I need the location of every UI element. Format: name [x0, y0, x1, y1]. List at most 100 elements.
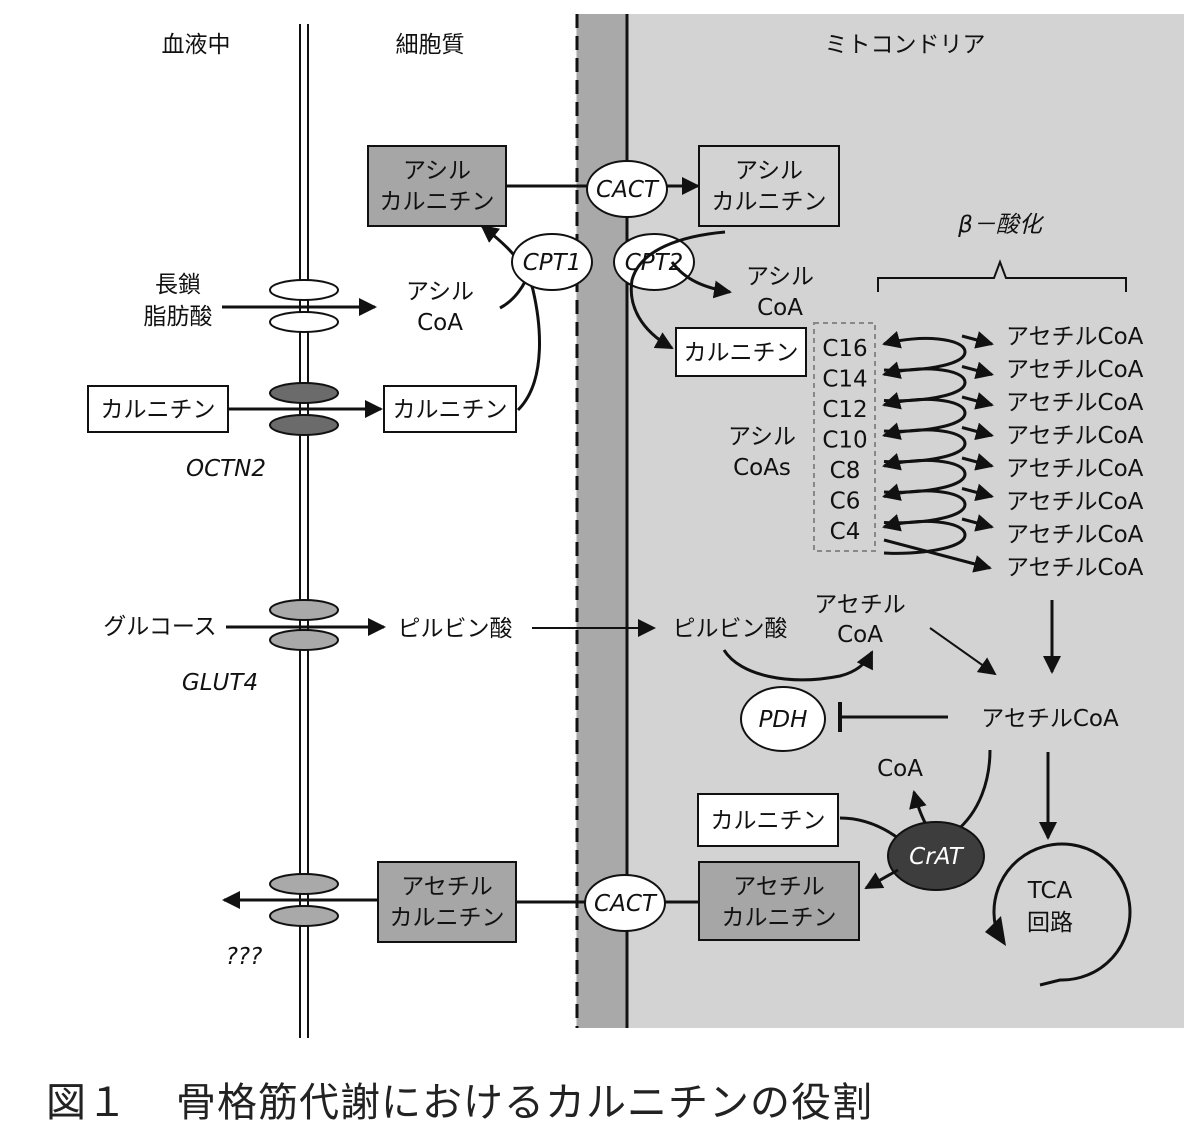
cyto-pyruvate-label: ピルビン酸: [398, 616, 513, 642]
mito-acylcarnitine-label-2: カルニチン: [712, 189, 827, 215]
fatty-acid-transporter-top: [269, 279, 339, 301]
mito-acylcoa-label-1: アシル: [746, 264, 814, 290]
cyto-acylcoa-label-1: アシル: [406, 279, 474, 305]
octn2-label: OCTN2: [186, 456, 266, 482]
acetylcoa-item: アセチルCoA: [1006, 555, 1144, 581]
tca-cycle-arrowhead: [985, 916, 1006, 946]
acetylcarnitine-transporter-bottom: [269, 905, 339, 927]
cact-bottom-enzyme: [584, 874, 666, 932]
cyto-acylcoa-label-2: CoA: [417, 310, 463, 336]
crat-enzyme: [887, 821, 985, 891]
pdh-label: PDH: [759, 707, 808, 733]
beta-oxidation-label: β－酸化: [957, 212, 1045, 238]
cyto-acylcarnitine-label-1: アシル: [403, 158, 471, 184]
acetylcoa-item: アセチルCoA: [1006, 324, 1144, 350]
lcfa-label-1: 長鎖: [155, 272, 201, 298]
pdh-acetylcoa-to-main: [929, 627, 997, 676]
crat-to-acetylcarnitine-arrow: [864, 868, 899, 890]
cyto-acylcarnitine-box: [367, 145, 507, 227]
cyto-acetylcarnitine-label-1: アセチル: [401, 874, 493, 900]
mito-carnitine-2-box: [697, 793, 839, 847]
acetylcoa-release-arrow: [961, 361, 994, 380]
tca-cycle-circle: [992, 842, 1132, 987]
acetylcarnitine-transporter-top: [269, 873, 339, 895]
cpt1-enzyme: [511, 233, 593, 291]
mito-acylcarnitine-label-1: アシル: [735, 158, 803, 184]
cpt2-carnitine-curve: [629, 230, 726, 350]
octn2-transporter-bottom: [269, 414, 339, 436]
crat-label: CrAT: [909, 844, 965, 870]
mito-acylcarnitine-box: [698, 145, 840, 227]
cyto-carnitine-label: カルニチン: [393, 397, 508, 423]
acetylcoa-release-arrow: [961, 331, 994, 349]
chain-length-item: C4: [830, 519, 861, 545]
acetyl-coa-list: アセチルCoA アセチルCoA アセチルCoA アセチルCoA アセチルCoA アセチルC…: [1006, 324, 1144, 581]
cyto-acetylcarnitine-box: [377, 861, 517, 943]
tca-label-2: 回路: [1027, 910, 1073, 936]
cact-top-label: CACT: [596, 177, 660, 203]
cact-top-enzyme: [586, 160, 668, 218]
glut4-label: GLUT4: [182, 670, 258, 696]
cyto-carnitine-box: [383, 385, 517, 433]
acyl-coas-label-2: CoAs: [733, 455, 791, 481]
cpt1-reaction-curve: [480, 224, 541, 412]
blood-carnitine-label: カルニチン: [101, 397, 216, 423]
beta-oxidation-loop: [882, 514, 967, 555]
mito-carnitine-box: [675, 327, 807, 377]
chain-length-item: C16: [822, 336, 867, 362]
acetylcoa-item: アセチルCoA: [1006, 522, 1144, 548]
pdh-enzyme: [740, 686, 826, 752]
carnitine-to-crat-curve: [839, 816, 899, 840]
pdh-reaction-curve: [722, 649, 874, 682]
mito-pyruvate-label: ピルビン酸: [673, 616, 788, 642]
main-acetylcoa-label: アセチルCoA: [981, 706, 1119, 732]
acetylcoa-item: アセチルCoA: [1006, 456, 1144, 482]
acetylcoa-release-arrow: [961, 453, 994, 471]
acetylcoa-item: アセチルCoA: [1006, 390, 1144, 416]
chain-length-item: C8: [830, 458, 861, 484]
acetylcoa-item: アセチルCoA: [1006, 423, 1144, 449]
chain-length-item: C12: [822, 397, 867, 423]
mito-carnitine-2-label: カルニチン: [711, 808, 826, 834]
region-mitochondria: ミトコンドリア: [825, 32, 986, 58]
chain-length-item: C10: [822, 428, 867, 454]
octn2-transporter-top: [269, 382, 339, 404]
acetylcoa-release-arrow: [961, 483, 994, 502]
c4-to-acetylcoa-arrow: [883, 538, 992, 573]
region-blood: 血液中: [162, 32, 231, 58]
acetylcoa-to-crat-curve: [954, 749, 992, 834]
unknown-label: ???: [226, 944, 263, 970]
mito-acetylcarnitine-label-2: カルニチン: [722, 905, 837, 931]
acetylcoa-release-arrow: [961, 422, 994, 441]
acetylcoa-item: アセチルCoA: [1006, 357, 1144, 383]
mito-carnitine-label: カルニチン: [684, 340, 799, 366]
figure-number: 図１: [46, 1080, 128, 1126]
tca-label-1: TCA: [1027, 878, 1073, 904]
acetylcoa-release-arrow: [961, 514, 994, 532]
mitochondria-region: [576, 14, 1184, 1028]
lcfa-label-2: 脂肪酸: [144, 304, 213, 330]
glucose-label: グルコース: [103, 614, 216, 640]
figure-caption: 図１ 骨格筋代謝におけるカルニチンの役割: [46, 1070, 873, 1128]
cpt2-acylcoa-curve: [670, 261, 732, 299]
cyto-acetylcarnitine-label-2: カルニチン: [390, 905, 505, 931]
chain-length-item: C6: [830, 489, 861, 515]
glut4-transporter-top: [269, 599, 339, 621]
chain-length-item: C14: [822, 367, 867, 393]
region-cytoplasm: 細胞質: [396, 32, 465, 58]
acetylcoa-item: アセチルCoA: [1006, 489, 1144, 515]
mito-acylcoa-label-2: CoA: [757, 295, 803, 321]
mito-acetylcarnitine-label-1: アセチル: [733, 874, 825, 900]
pdh-acetylcoa-label-2: CoA: [837, 622, 883, 648]
acyl-coas-label-1: アシル: [728, 424, 796, 450]
fatty-acid-transporter-bottom: [269, 311, 339, 333]
beta-oxidation-spiral: [882, 331, 994, 555]
mito-acetylcarnitine-box: [698, 861, 860, 941]
figure-title: 骨格筋代謝におけるカルニチンの役割: [176, 1080, 873, 1126]
cact-bottom-label: CACT: [594, 891, 658, 917]
chain-length-box: [813, 322, 876, 552]
cyto-acylcarnitine-label-2: カルニチン: [380, 189, 495, 215]
acetylcoa-release-arrow: [961, 392, 994, 410]
